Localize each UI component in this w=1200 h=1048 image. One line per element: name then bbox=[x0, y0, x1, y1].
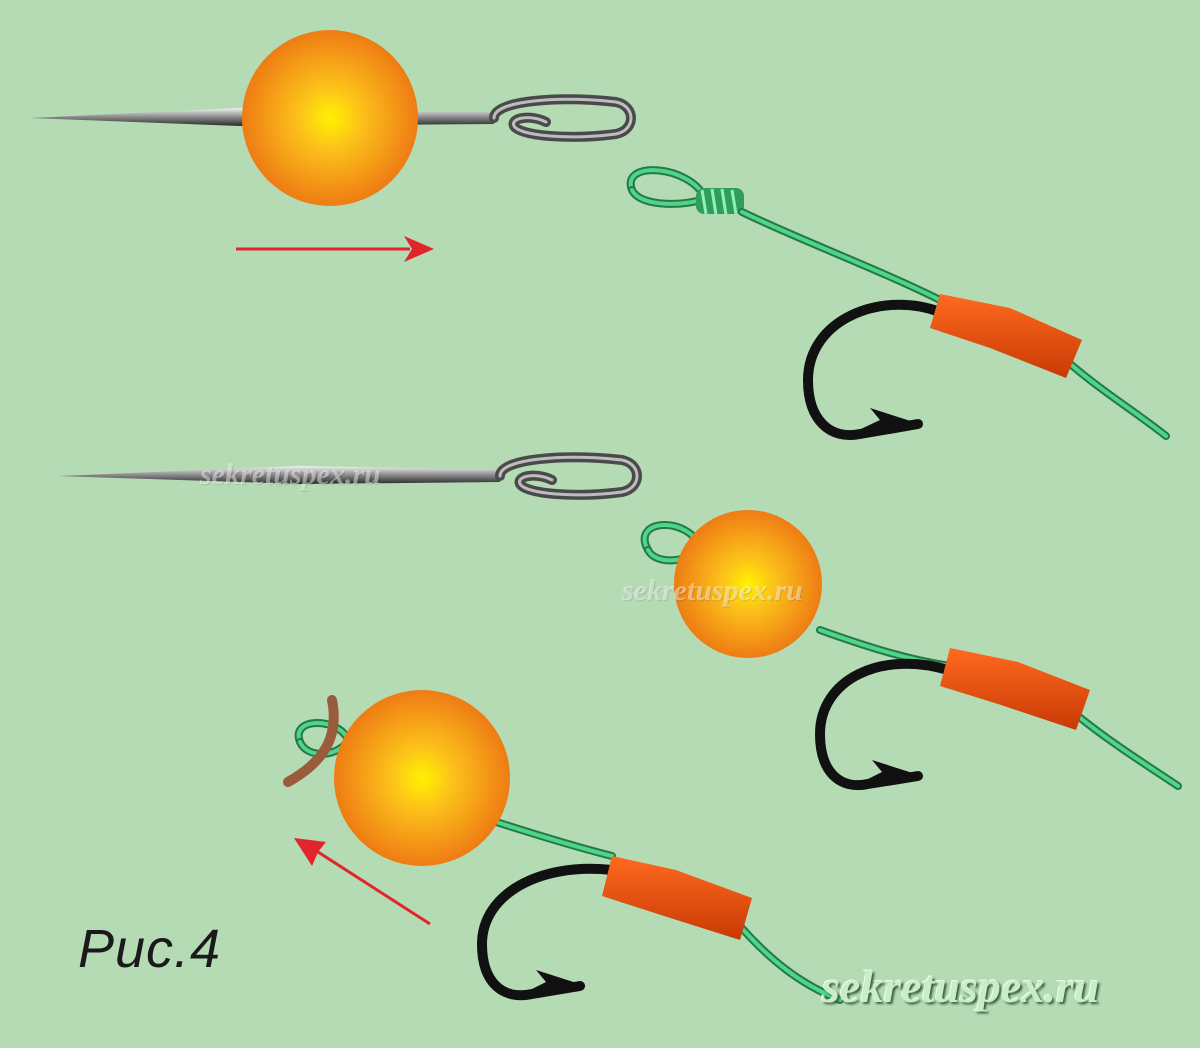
arrow-head bbox=[404, 236, 434, 262]
needle-hook-highlight bbox=[492, 97, 633, 139]
boilie-top bbox=[242, 30, 418, 206]
baiting-needle-middle bbox=[58, 452, 642, 500]
arrow-up-left bbox=[294, 838, 431, 926]
rig-2 bbox=[640, 521, 1182, 791]
arrow-shaft bbox=[317, 850, 431, 926]
arrow-head bbox=[294, 838, 326, 866]
watermark-main: sekretuspex.ru bbox=[822, 961, 1100, 1012]
hook-point bbox=[846, 408, 920, 436]
hook-point bbox=[850, 760, 922, 788]
shrink-tube bbox=[940, 648, 1090, 730]
watermark-faint-2: sekretuspex.ru bbox=[622, 574, 803, 607]
needle-shaft bbox=[58, 466, 500, 484]
hook-bend bbox=[802, 299, 945, 440]
shrink-tube bbox=[930, 294, 1082, 378]
shrink-tube bbox=[602, 856, 752, 940]
boilie-middle bbox=[674, 510, 822, 658]
boilie-bottom bbox=[334, 690, 510, 866]
arrow-right bbox=[236, 236, 434, 262]
hook-bend bbox=[814, 658, 953, 791]
watermark-faint-1: sekretuspex.ru bbox=[200, 458, 381, 491]
figure-caption: Рис.4 bbox=[78, 919, 222, 979]
loop-knot bbox=[696, 188, 744, 216]
hook-bend bbox=[476, 863, 617, 1001]
rig-1 bbox=[626, 166, 1170, 440]
hook-point bbox=[514, 970, 586, 998]
boilie-stop-icon bbox=[283, 695, 339, 787]
